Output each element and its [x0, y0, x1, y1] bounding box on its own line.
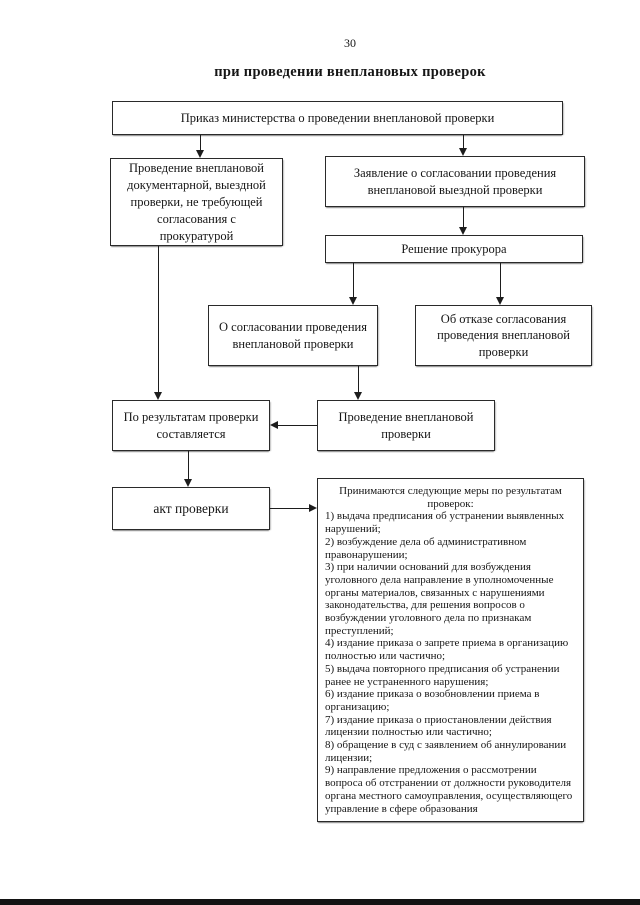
- arrowhead-down-icon: [196, 150, 204, 158]
- measures-header: Принимаются следующие меры по результата…: [339, 485, 562, 510]
- arrow-line: [270, 507, 309, 509]
- arrow-line: [499, 263, 501, 297]
- arrowhead-left-icon: [270, 421, 278, 429]
- arrowhead-down-icon: [354, 392, 362, 400]
- arrowhead-down-icon: [459, 227, 467, 235]
- page-number: 30: [344, 36, 356, 50]
- flow-box-conduct-check: Проведение внеплановой проверки: [317, 400, 495, 451]
- arrow-line: [352, 263, 354, 297]
- measure-item-2: 2) возбуждение дела об административном …: [325, 535, 527, 561]
- flow-box-approval-application-label: Заявление о согласовании проведения внеп…: [353, 166, 557, 197]
- measure-item-3: 3) при наличии оснований для возбуждения…: [325, 561, 554, 637]
- flow-box-documentary-check: Проведение внеплановой документарной, вы…: [110, 158, 283, 246]
- flow-box-ministry-order: Приказ министерства о проведении внеплан…: [112, 101, 563, 135]
- arrowhead-down-icon: [349, 297, 357, 305]
- arrow-line: [462, 135, 464, 149]
- flow-box-approval-granted: О согласовании проведения внеплановой пр…: [208, 305, 378, 366]
- flow-box-measures-list: Принимаются следующие меры по результата…: [317, 478, 584, 822]
- flow-box-inspection-act: акт проверки: [112, 487, 270, 530]
- arrow-line: [462, 207, 464, 227]
- measure-item-6: 6) издание приказа о возобновлении прием…: [325, 688, 540, 713]
- measure-item-1: 1) выдача предписания об устранении выяв…: [325, 510, 565, 536]
- flow-box-approval-refused-label: Об отказе согласования проведения внепла…: [437, 312, 570, 359]
- measure-item-4: 4) издание приказа о запрете приема в ор…: [325, 637, 569, 663]
- diagram-title: при проведении внеплановых проверок: [214, 64, 486, 80]
- arrowhead-down-icon: [496, 297, 504, 305]
- measure-item-9: 9) направление предложения о рассмотрени…: [325, 764, 573, 815]
- scan-artifact-bar: [0, 899, 640, 905]
- flow-box-approval-application: Заявление о согласовании проведения внеп…: [325, 156, 585, 207]
- flow-box-results: По результатам проверки составляется: [112, 400, 270, 451]
- arrowhead-right-icon: [309, 504, 317, 512]
- measure-item-5: 5) выдача повторного предписания об устр…: [325, 662, 560, 688]
- arrow-line: [357, 366, 359, 392]
- flow-box-inspection-act-label: акт проверки: [153, 500, 229, 516]
- arrow-line: [199, 135, 201, 151]
- arrow-line: [278, 424, 317, 426]
- measure-item-8: 8) обращение в суд с заявлением об аннул…: [325, 739, 567, 764]
- flow-box-ministry-order-label: Приказ министерства о проведении внеплан…: [180, 110, 495, 125]
- flow-box-conduct-check-label: Проведение внеплановой проверки: [338, 410, 474, 441]
- arrowhead-down-icon: [459, 148, 467, 156]
- arrow-line: [187, 451, 189, 479]
- flow-box-approval-refused: Об отказе согласования проведения внепла…: [415, 305, 592, 366]
- arrow-line: [157, 246, 159, 392]
- flow-box-prosecutor-decision: Решение прокурора: [325, 235, 583, 263]
- flow-box-approval-granted-label: О согласовании проведения внеплановой пр…: [219, 320, 367, 351]
- arrowhead-down-icon: [154, 392, 162, 400]
- measure-item-7: 7) издание приказа о приостановлении дей…: [325, 713, 552, 739]
- flow-box-results-label: По результатам проверки составляется: [123, 410, 259, 441]
- flow-box-prosecutor-decision-label: Решение прокурора: [401, 241, 507, 256]
- arrowhead-down-icon: [184, 479, 192, 487]
- flow-box-documentary-check-label: Проведение внеплановой документарной, вы…: [127, 160, 266, 243]
